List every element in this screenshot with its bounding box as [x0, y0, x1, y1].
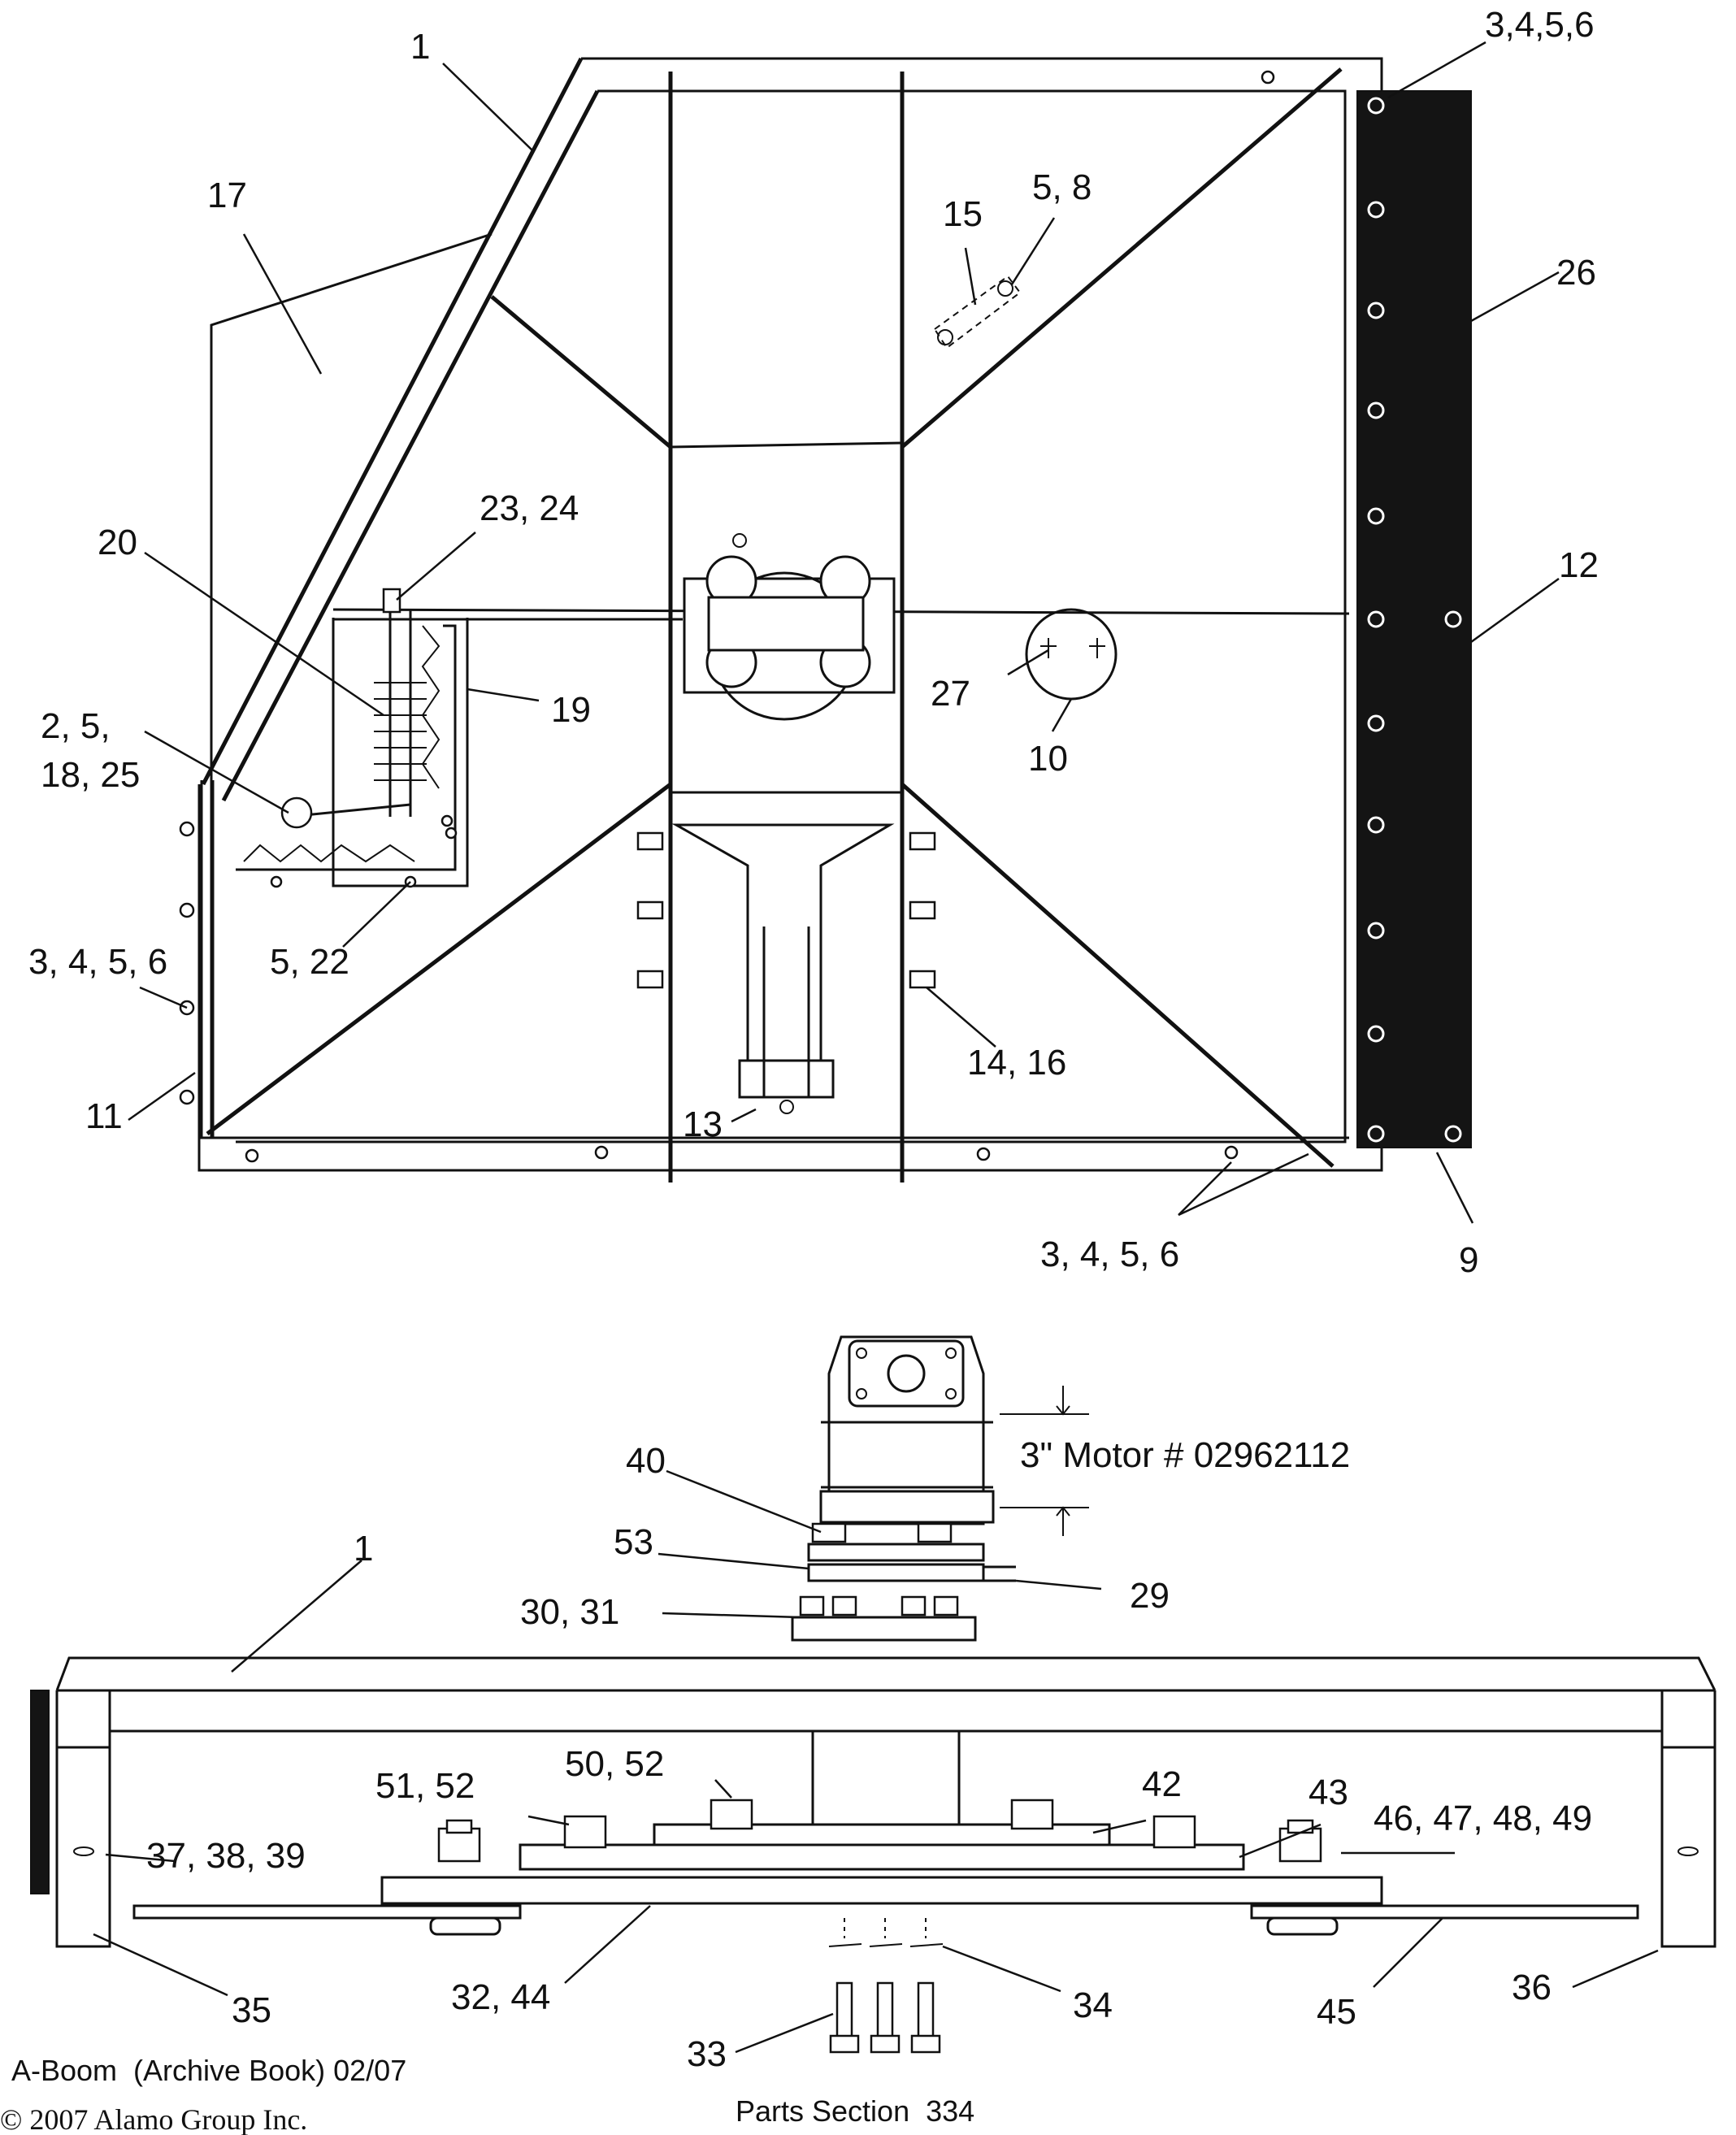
callout-32-44: 32, 44 [451, 1977, 550, 2017]
footer-section: Parts Section 334 [736, 2094, 974, 2128]
callout-33: 33 [687, 2034, 727, 2074]
callout-45: 45 [1317, 1992, 1356, 2032]
callout-51-52: 51, 52 [375, 1766, 475, 1806]
callout-12: 12 [1559, 545, 1599, 585]
footer-book: A-Boom (Archive Book) 02/07 [11, 2054, 406, 2087]
callout-14-16: 14, 16 [967, 1043, 1066, 1083]
callout-1-side: 1 [354, 1529, 373, 1569]
callout-2-5: 2, 5, [41, 706, 111, 746]
footer-copyright: © 2007 Alamo Group Inc. [0, 2103, 307, 2135]
callout-11: 11 [85, 1096, 123, 1136]
callout-29: 29 [1130, 1576, 1170, 1616]
callout-36: 36 [1512, 1968, 1552, 2007]
callout-1-top: 1 [410, 27, 430, 67]
callout-10: 10 [1028, 739, 1068, 779]
callout-40: 40 [626, 1441, 666, 1481]
callout-5-8: 5, 8 [1032, 167, 1092, 207]
callout-53: 53 [614, 1522, 653, 1562]
callout-5-22: 5, 22 [270, 942, 349, 982]
callout-50-52: 50, 52 [565, 1744, 664, 1784]
callout-42: 42 [1142, 1764, 1182, 1804]
callout-23-24: 23, 24 [480, 488, 579, 528]
top-view-leaders [128, 41, 1560, 1224]
callout-30-31: 30, 31 [520, 1592, 619, 1632]
callout-9: 9 [1459, 1240, 1478, 1280]
side-view-drawing [30, 1335, 1716, 2054]
footer: A-Boom (Archive Book) 02/07 Parts Sectio… [0, 2054, 974, 2135]
callout-35: 35 [232, 1990, 271, 2030]
callout-20: 20 [98, 523, 137, 562]
flap-bolts [1367, 97, 1462, 1143]
callout-46-47-48-49: 46, 47, 48, 49 [1374, 1799, 1592, 1838]
callout-15: 15 [943, 194, 983, 234]
side-view-callouts: 40 3" Motor # 02962112 53 29 30, 31 1 50… [146, 1435, 1592, 2074]
top-view-callouts: 1 17 15 5, 8 3,4,5,6 26 23, 24 20 12 19 … [28, 5, 1599, 1280]
callout-34: 34 [1073, 1985, 1113, 2025]
callout-17: 17 [207, 176, 247, 215]
callout-27: 27 [931, 674, 970, 714]
motor-label: 3" Motor # 02962112 [1020, 1435, 1350, 1475]
callout-3456-top-right: 3,4,5,6 [1485, 5, 1595, 45]
callout-26: 26 [1556, 253, 1596, 293]
callout-37-38-39: 37, 38, 39 [146, 1836, 306, 1876]
callout-3456-left: 3, 4, 5, 6 [28, 942, 167, 982]
callout-43: 43 [1309, 1773, 1348, 1812]
callout-18-25: 18, 25 [41, 755, 140, 795]
top-view-drawing [179, 57, 1472, 1182]
callout-19: 19 [551, 690, 591, 730]
side-view-leaders [93, 1469, 1659, 2054]
callout-13: 13 [683, 1104, 723, 1144]
callout-3456-bottom: 3, 4, 5, 6 [1040, 1235, 1179, 1274]
